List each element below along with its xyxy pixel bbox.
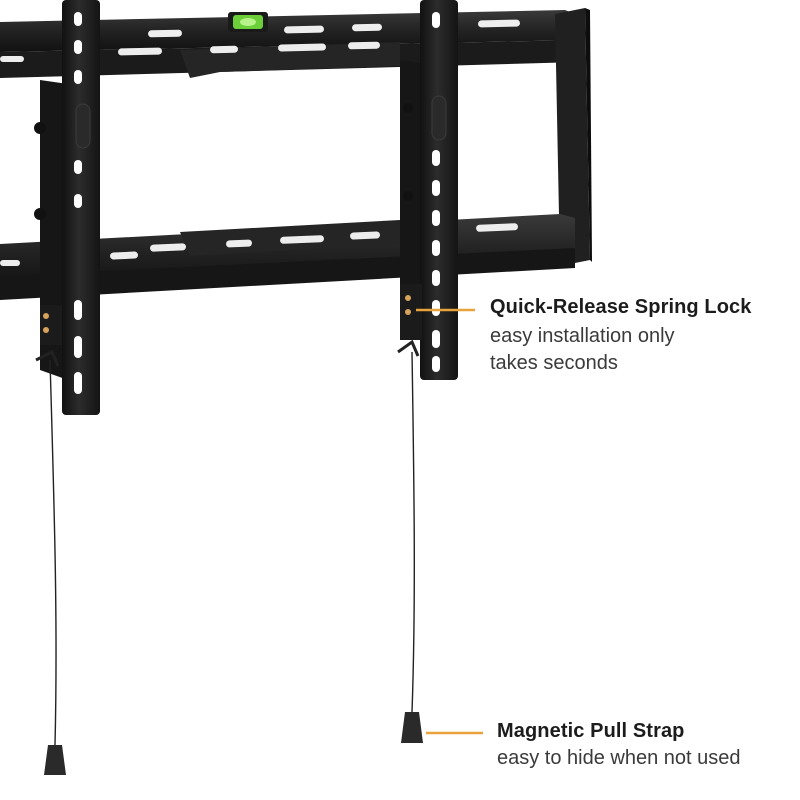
callout-spring-lock: Quick-Release Spring Lock easy installat… — [490, 296, 790, 377]
callout-title: Quick-Release Spring Lock — [490, 296, 752, 318]
pull-strap-cords — [49, 351, 416, 746]
magnetic-pull-strap-weight-left — [44, 745, 66, 775]
callout-description-line: easy to hide when not used — [497, 747, 741, 769]
right-tv-bracket-arm — [397, 0, 458, 380]
bubble-level-icon — [228, 12, 268, 32]
magnetic-pull-strap-weight-right — [401, 712, 423, 743]
mounting-slots-bottom — [0, 223, 519, 266]
callout-description-line: takes seconds — [490, 352, 618, 374]
left-tv-bracket-arm — [34, 0, 100, 415]
callout-description-line: easy installation only — [490, 325, 675, 347]
callout-pull-strap: Magnetic Pull Strap easy to hide when no… — [497, 720, 797, 772]
callout-title: Magnetic Pull Strap — [497, 720, 685, 742]
mounting-slots-top — [0, 19, 521, 62]
